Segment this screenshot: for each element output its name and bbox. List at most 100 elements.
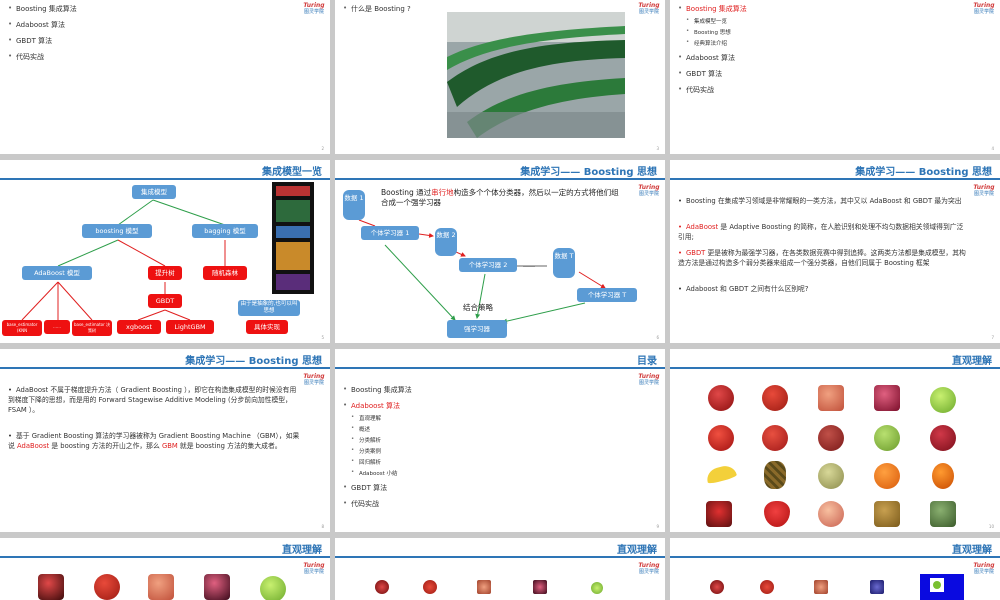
- title-divider: [0, 367, 330, 369]
- title-divider: [335, 367, 665, 369]
- node-estimator-tree: base_estimator 决策树: [72, 320, 112, 336]
- apple-image: [710, 580, 724, 594]
- flow-arrows: [358, 219, 606, 324]
- apple-image: [38, 574, 64, 600]
- title-divider: [0, 556, 330, 558]
- node-random-forest: 随机森林: [203, 266, 247, 280]
- strong-learner: 强学习器: [447, 320, 507, 338]
- apple-image: [148, 574, 174, 600]
- node-xgboost: xgboost: [117, 320, 161, 334]
- apple-image: [818, 385, 844, 411]
- note-abstract: 由于是抽象的,也可以叫思想: [238, 300, 300, 316]
- pear-image: [874, 501, 900, 527]
- node-lightgbm: LightGBM: [166, 320, 214, 334]
- title-divider: [670, 178, 1000, 180]
- apple-image: [760, 580, 774, 594]
- strawberry-image: [764, 501, 790, 527]
- boosting-description: Boosting 通过串行地构造多个个体分类器，然后以一定的方式将他们组合成一个…: [381, 188, 619, 207]
- page-number: 4: [991, 146, 994, 151]
- paragraph: •基于 Gradient Boosting 算法的学习器被称为 Gradient…: [8, 432, 300, 450]
- sub-item: 分类案例: [351, 447, 412, 455]
- node-ensemble: 集成模型: [132, 185, 176, 199]
- pear-image: [930, 501, 956, 527]
- sub-item: 集成模型一览: [686, 17, 747, 25]
- highlighted-apple-image: [920, 574, 964, 600]
- sub-item: 概述: [351, 425, 412, 433]
- page-number: 5: [321, 335, 324, 340]
- list-item: GBDT 算法: [8, 36, 77, 46]
- list-item: 什么是 Boosting ?: [343, 4, 411, 14]
- title-divider: [670, 556, 1000, 558]
- slide-title: 集成学习—— Boosting 思想: [520, 167, 657, 178]
- slide-title: 直观理解: [952, 356, 992, 367]
- apple-image: [930, 425, 956, 451]
- apple-image: [762, 425, 788, 451]
- paragraph: •Boosting 在集成学习领域是非常耀眼的一类方法，其中又以 AdaBoos…: [678, 197, 962, 205]
- node-lift-tree: 提升树: [148, 266, 182, 280]
- apple-image: [591, 582, 603, 594]
- apple-image: [818, 425, 844, 451]
- apple-image: [874, 385, 900, 411]
- apple-image: [930, 387, 956, 413]
- strawberry-image: [706, 501, 732, 527]
- list-item: Adaboost 算法: [678, 53, 747, 63]
- peach-image: [818, 501, 844, 527]
- apple-image: [762, 385, 788, 411]
- data-1: 数据 1: [343, 190, 365, 220]
- list-item: Boosting 集成算法: [343, 385, 412, 395]
- sub-item: 分类解析: [351, 436, 412, 444]
- paragraph: •Adaboost 和 GBDT 之间有什么区别呢?: [678, 285, 809, 293]
- apple-image: [814, 580, 828, 594]
- apple-image: [874, 425, 900, 451]
- node-estimator-more: ……: [44, 320, 70, 334]
- slide-title: 目录: [637, 356, 657, 367]
- apple-image: [533, 580, 547, 594]
- slide-9-thumbnail[interactable]: 直观理解 10: [670, 349, 1000, 532]
- data-2: 数据 2: [435, 228, 457, 256]
- pineapple-image: [764, 461, 786, 489]
- title-divider: [335, 178, 665, 180]
- list-item: GBDT 算法: [343, 483, 412, 493]
- learner-t: 个体学习器 T: [577, 288, 637, 302]
- apple-image: [870, 580, 884, 594]
- apple-image: [375, 580, 389, 594]
- apple-image: [477, 580, 491, 594]
- sub-item: Boosting 思想: [686, 28, 747, 36]
- slide-4-thumbnail[interactable]: 集成模型一览 集成模型 boosting 模型 bagging 模型 AdaBo…: [0, 160, 330, 343]
- learner-2: 个体学习器 2: [459, 258, 517, 272]
- bottling-line-photo: [447, 12, 625, 138]
- page-number: 10: [988, 524, 994, 529]
- list-item: Adaboost 算法: [8, 20, 77, 30]
- slide-title: 集成模型一览: [262, 167, 322, 178]
- node-adaboost: AdaBoost 模型: [22, 266, 92, 280]
- paragraph: •GBDT 更是被称为最强学习器，在各类数据竞赛中得到追捧。这两类方法都是集成模…: [678, 249, 966, 267]
- list-item: 代码实战: [343, 499, 412, 509]
- list-item: Adaboost 算法 直观理解 概述 分类解析 分类案例 回归解析 Adabo…: [343, 401, 412, 477]
- learner-1: 个体学习器 1: [361, 226, 419, 240]
- apple-image: [94, 574, 120, 600]
- list-item: GBDT 算法: [678, 69, 747, 79]
- orange-image: [932, 463, 954, 489]
- tree-connectors: [21, 199, 226, 321]
- sub-item: 直观理解: [351, 414, 412, 422]
- game-screenshot: [272, 182, 314, 294]
- page-number: 9: [656, 524, 659, 529]
- apple-image: [708, 385, 734, 411]
- node-implementation: 具体实现: [246, 320, 288, 334]
- title-divider: [335, 556, 665, 558]
